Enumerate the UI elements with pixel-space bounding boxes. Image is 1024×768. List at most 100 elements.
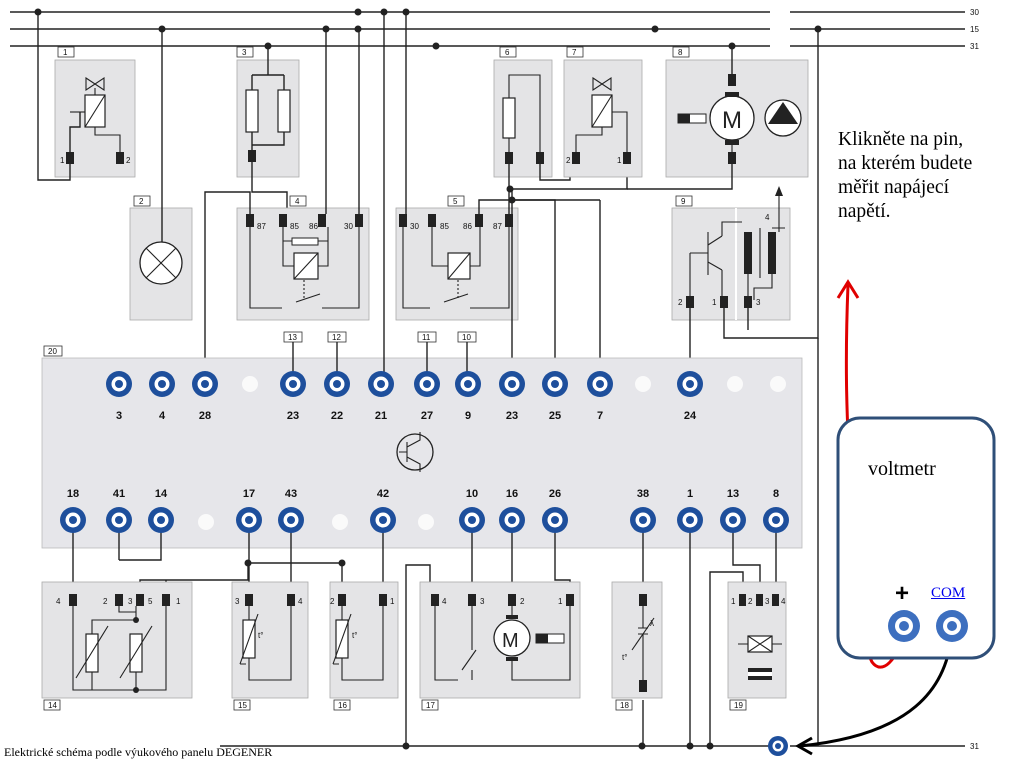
panel-pin-bottom-42[interactable] [370, 507, 396, 533]
module-2-number: 2 [139, 197, 144, 206]
module-5: 5 30 85 86 87 [395, 12, 556, 375]
panel-pin-top-21[interactable] [368, 371, 394, 397]
panel-pin-bottom-17[interactable] [236, 507, 262, 533]
module-18-number: 18 [620, 701, 629, 710]
red-probe-arrow [836, 279, 860, 299]
module-16-number: 16 [338, 701, 347, 710]
module-6: 6 [493, 46, 628, 375]
motor-letter: M [722, 107, 742, 134]
module-9-pin-label: 1 [712, 298, 717, 307]
tag-label: 10 [462, 333, 471, 342]
panel-tags: 13 12 11 10 [283, 12, 477, 375]
panel-pin-top-23[interactable] [280, 371, 306, 397]
panel-pin-label: 16 [506, 488, 518, 500]
module-9: 9 4 2 1 3 [671, 29, 819, 375]
panel-pin-bottom-41[interactable] [106, 507, 132, 533]
panel-pin-label: 14 [155, 488, 168, 500]
module-17-pin-label: 3 [480, 597, 485, 606]
module-15-pin-label: 4 [298, 597, 303, 606]
panel-pin-label: 28 [199, 410, 211, 422]
module-17-pin-label: 1 [558, 597, 563, 606]
panel-pin-label: 3 [116, 410, 122, 422]
panel-pin-bottom-43[interactable] [278, 507, 304, 533]
panel-pin-bottom-14[interactable] [148, 507, 174, 533]
power-rails: 30 15 3 1 3 1 [10, 8, 979, 751]
panel-pin-bottom-13[interactable] [720, 507, 746, 533]
panel-pin-label: 18 [67, 488, 79, 500]
module-15-pin-label: 3 [235, 597, 240, 606]
module-17-pin-label: 2 [520, 597, 525, 606]
tag-label: 12 [332, 333, 341, 342]
module-19-pin-label: 2 [748, 597, 753, 606]
panel-pin-bottom-10[interactable] [459, 507, 485, 533]
module-14-number: 14 [48, 701, 57, 710]
module-6-number: 6 [505, 48, 510, 57]
panel-pin-bottom-16[interactable] [499, 507, 525, 533]
panel-pin-label: 23 [287, 410, 299, 422]
module-7-pin-label: 1 [617, 156, 622, 165]
panel-empty-slot [242, 376, 258, 392]
panel-pin-bottom-38[interactable] [630, 507, 656, 533]
transistor-icon [396, 433, 434, 471]
module-17-pin-label: 4 [442, 597, 447, 606]
panel-pin-top-24[interactable] [677, 371, 703, 397]
module-19-pin-label: 1 [731, 597, 736, 606]
panel-pin-label: 1 [687, 488, 693, 500]
module-1-number: 1 [63, 48, 68, 57]
module-5-pin-label: 30 [410, 222, 419, 231]
rail-label-15: 15 [970, 25, 979, 34]
panel-pin-top-25[interactable] [542, 371, 568, 397]
panel-pin-bottom-1[interactable] [677, 507, 703, 533]
panel-pin-label: 38 [637, 488, 649, 500]
panel-pin-label: 26 [549, 488, 561, 500]
diagram-caption: Elektrické schéma podle výukového panelu… [4, 745, 273, 759]
module-14: 14 4 2 3 5 1 [41, 581, 193, 711]
voltmeter-body [836, 416, 996, 660]
instruction-line: napětí. [838, 201, 891, 222]
panel-pin-top-22[interactable] [324, 371, 350, 397]
voltmeter-com-link[interactable]: COM [931, 585, 966, 601]
module-17: 17 4 3 2 1 M [419, 581, 581, 711]
panel-pin-bottom-18[interactable] [60, 507, 86, 533]
module-16-pin-label: 2 [330, 597, 335, 606]
module-7: 7 2 1 [512, 46, 643, 375]
panel-pin-top-23[interactable] [499, 371, 525, 397]
module-1-pin-label: 2 [126, 156, 131, 165]
module-4-number: 4 [295, 197, 300, 206]
module-9-pin-label: 3 [756, 298, 761, 307]
module-4-pin-label: 87 [257, 222, 266, 231]
module-18-lambda: λ [650, 619, 654, 628]
panel-pin-label: 25 [549, 410, 561, 422]
module-7-number: 7 [572, 48, 577, 57]
panel-pin-label: 13 [727, 488, 739, 500]
panel-pin-bottom-26[interactable] [542, 507, 568, 533]
tag-label: 11 [422, 333, 431, 342]
panel-pin-label: 17 [243, 488, 255, 500]
module-4-pin-label: 86 [309, 222, 318, 231]
module-14-pin-label: 2 [103, 597, 108, 606]
module-16: 16 2 1 t° [329, 581, 399, 711]
panel-pin-top-9[interactable] [455, 371, 481, 397]
panel-empty-slot [418, 514, 434, 530]
panel-pin-top-3[interactable] [106, 371, 132, 397]
module-9-coil-label: 4 [765, 213, 770, 222]
module-4-pin-label: 30 [344, 222, 353, 231]
panel-pin-top-7[interactable] [587, 371, 613, 397]
lower-wiring [72, 338, 819, 746]
instruction-line: Klikněte na pin, [838, 129, 964, 150]
panel-pin-top-4[interactable] [149, 371, 175, 397]
voltmeter-com-jack[interactable] [936, 610, 968, 642]
module-19-pin-label: 3 [765, 597, 770, 606]
module-17-number: 17 [426, 701, 435, 710]
panel-pin-top-27[interactable] [414, 371, 440, 397]
panel-pin-top-28[interactable] [192, 371, 218, 397]
module-15-temp: t° [258, 631, 263, 640]
module-5-pin-label: 85 [440, 222, 449, 231]
panel-pin-label: 7 [597, 410, 603, 422]
module-8-number: 8 [678, 48, 683, 57]
module-19: 19 1 2 3 4 [727, 581, 787, 711]
voltmeter-plus-jack[interactable] [888, 610, 920, 642]
panel-pin-bottom-8[interactable] [763, 507, 789, 533]
